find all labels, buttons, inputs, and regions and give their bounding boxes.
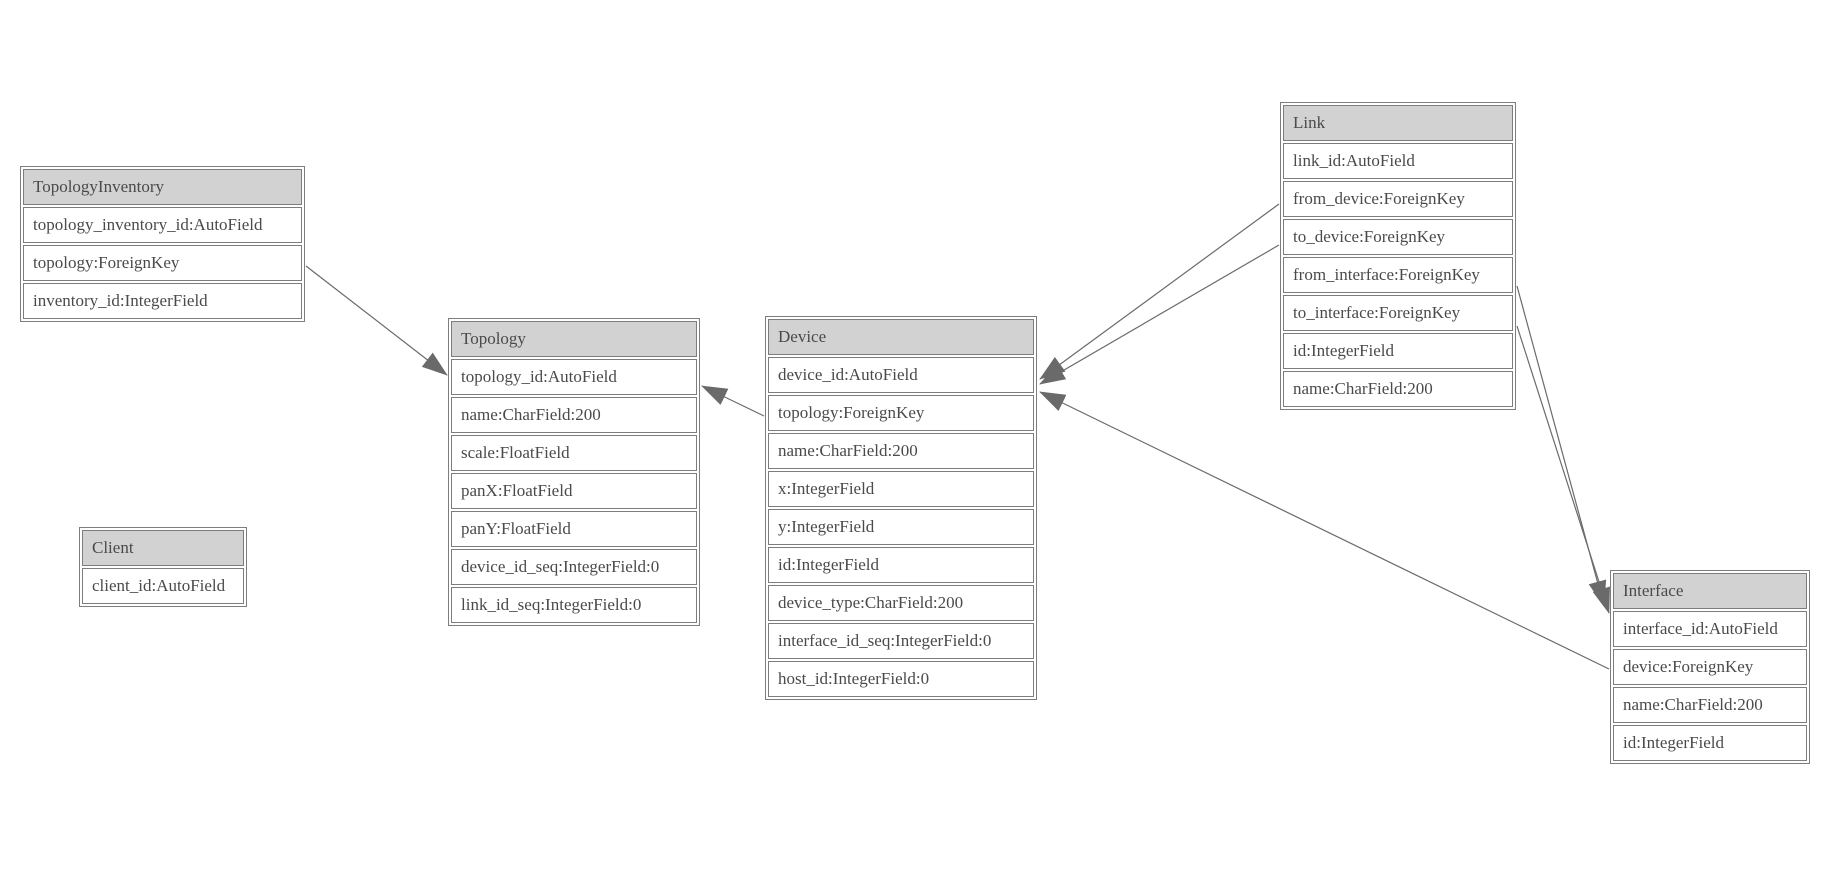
entity-field-row: panY:FloatField (451, 511, 697, 547)
entity-field-row: id:IntegerField (768, 547, 1034, 583)
entity-field-row: interface_id_seq:IntegerField:0 (768, 623, 1034, 659)
entity-field-row: name:CharField:200 (1613, 687, 1807, 723)
entity-field-row: name:CharField:200 (1283, 371, 1513, 407)
entity-title-topology: Topology (451, 321, 697, 357)
relation-edge-link-to_device-device (1039, 244, 1280, 385)
relation-edge-link-to_interface-interface (1516, 325, 1610, 614)
entity-title-client: Client (82, 530, 244, 566)
entity-field-row: id:IntegerField (1613, 725, 1807, 761)
relation-edge-link-from_device-device (1039, 203, 1280, 380)
entity-field-row: device:ForeignKey (1613, 649, 1807, 685)
entity-title-topology-inventory: TopologyInventory (23, 169, 302, 205)
entity-field-row: panX:FloatField (451, 473, 697, 509)
entity-field-row: from_device:ForeignKey (1283, 181, 1513, 217)
entity-field-row: topology:ForeignKey (768, 395, 1034, 431)
entity-field-row: name:CharField:200 (451, 397, 697, 433)
entity-field-row: link_id:AutoField (1283, 143, 1513, 179)
entity-title-interface: Interface (1613, 573, 1807, 609)
entity-field-row: x:IntegerField (768, 471, 1034, 507)
entity-field-row: scale:FloatField (451, 435, 697, 471)
entity-field-row: topology_inventory_id:AutoField (23, 207, 302, 243)
entity-field-row: to_interface:ForeignKey (1283, 295, 1513, 331)
entity-field-row: inventory_id:IntegerField (23, 283, 302, 319)
entity-field-row: host_id:IntegerField:0 (768, 661, 1034, 697)
entity-title-device: Device (768, 319, 1034, 355)
entity-field-row: from_interface:ForeignKey (1283, 257, 1513, 293)
entity-field-row: id:IntegerField (1283, 333, 1513, 369)
entity-field-row: device_id:AutoField (768, 357, 1034, 393)
entity-field-row: device_type:CharField:200 (768, 585, 1034, 621)
relation-edge-topologyinventory-topology (305, 265, 448, 376)
entity-field-row: name:CharField:200 (768, 433, 1034, 469)
relation-edge-device-topology (701, 385, 765, 417)
entity-field-row: device_id_seq:IntegerField:0 (451, 549, 697, 585)
entity-field-row: client_id:AutoField (82, 568, 244, 604)
entity-field-row: topology_id:AutoField (451, 359, 697, 395)
entity-field-row: topology:ForeignKey (23, 245, 302, 281)
entity-field-row: to_device:ForeignKey (1283, 219, 1513, 255)
entity-field-row: link_id_seq:IntegerField:0 (451, 587, 697, 623)
entity-title-link: Link (1283, 105, 1513, 141)
entity-field-row: y:IntegerField (768, 509, 1034, 545)
entity-field-row: interface_id:AutoField (1613, 611, 1807, 647)
relation-edge-interface-device (1039, 391, 1610, 670)
